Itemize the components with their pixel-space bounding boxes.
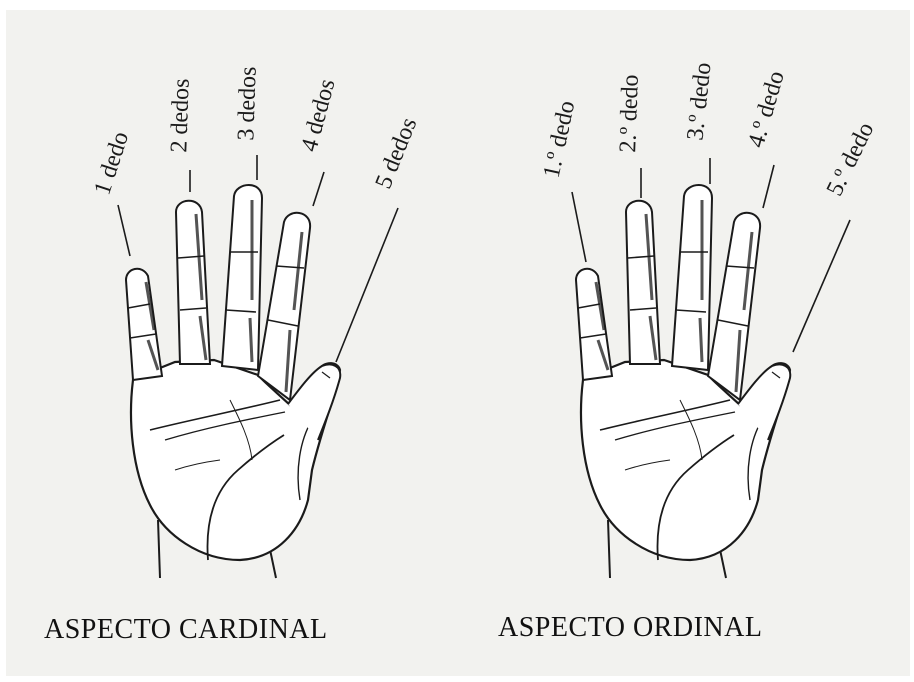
hand-ordinal [576, 185, 790, 578]
caption-cardinal: ASPECTO CARDINAL [44, 614, 328, 646]
label-cardinal-2: 2 dedos [166, 78, 196, 153]
label-cardinal-3: 3 dedos [233, 66, 263, 141]
label-ordinal-2: 2.º dedo [615, 74, 645, 153]
hand-cardinal [126, 185, 340, 578]
caption-ordinal: ASPECTO ORDINAL [498, 612, 762, 644]
